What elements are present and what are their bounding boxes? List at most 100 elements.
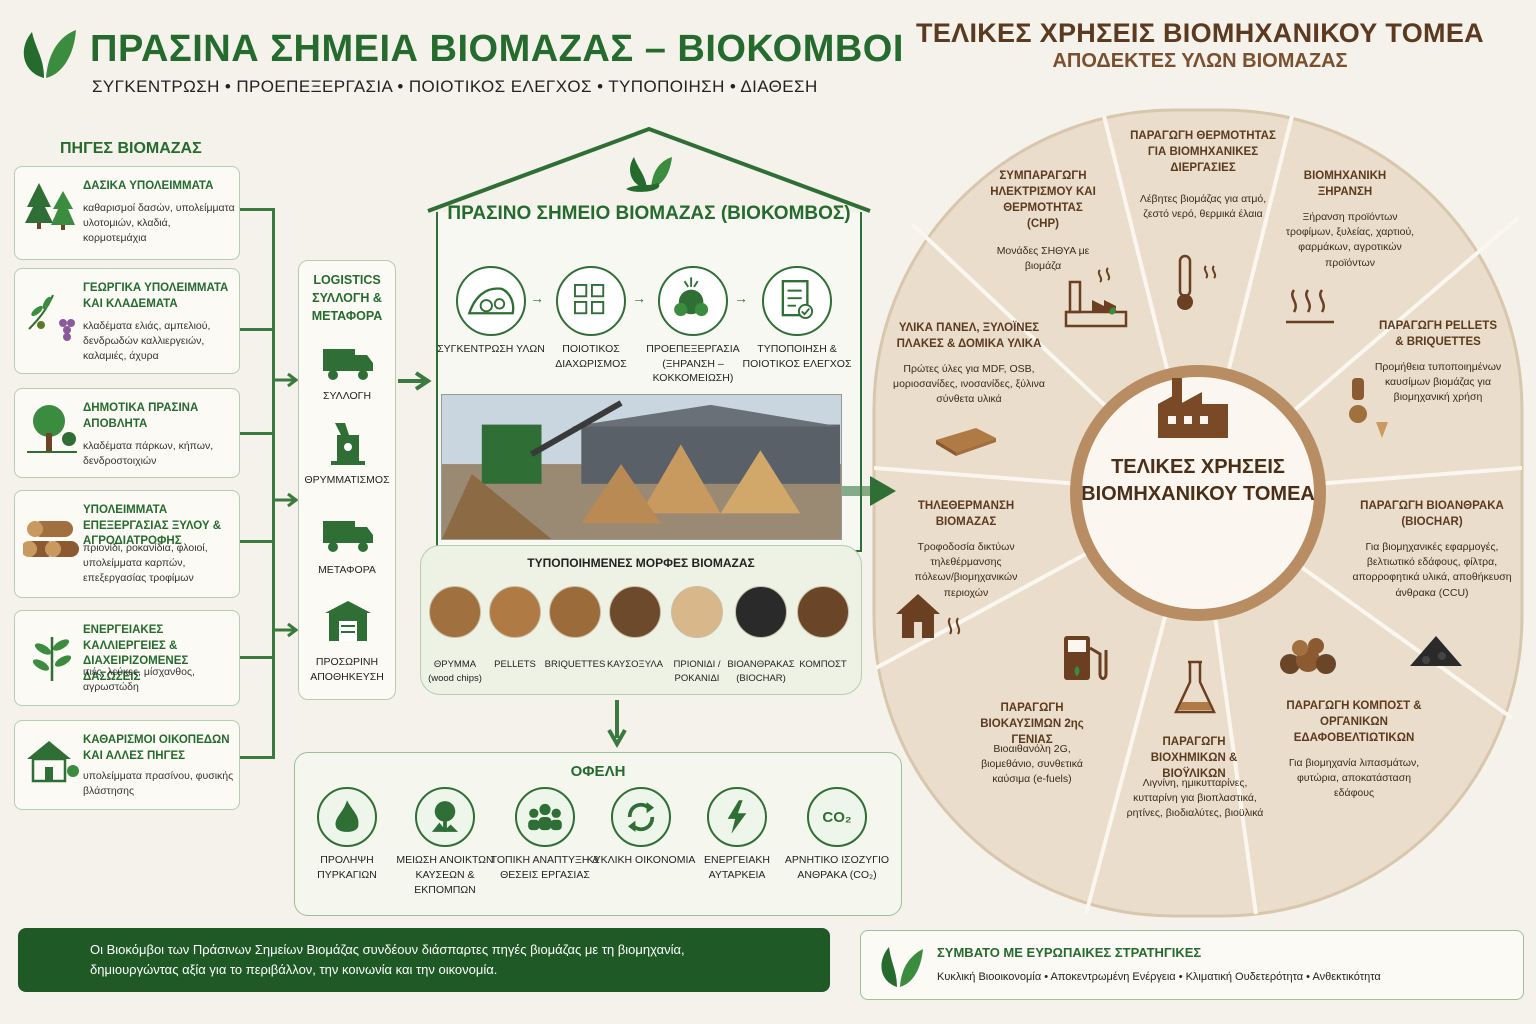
- step-arrow: →: [632, 290, 646, 306]
- tree-reduction-icon: [415, 787, 475, 847]
- footer-message-banner: Οι Βιοκόμβοι των Πράσινων Σημείων Βιομάζ…: [18, 928, 830, 992]
- source-desc: καθαρισμοί δασών, υπολείμματα υλοτομιών,…: [83, 202, 235, 245]
- leaf-logo-icon: [23, 30, 76, 78]
- olive-grape-icon: [28, 294, 75, 341]
- chipper-icon: [331, 423, 365, 465]
- leaf-icon: [881, 947, 923, 987]
- segment-desc: Λιγνίνη, ημικυτταρίνες, κυτταρίνη για βι…: [1126, 777, 1264, 820]
- footer-message: Οι Βιοκόμβοι των Πράσινων Σημείων Βιομάζ…: [90, 942, 685, 978]
- enduses-wheel: [872, 108, 1524, 918]
- co2-icon: CO₂: [807, 787, 867, 847]
- segment-title: ΤΗΛΕΘΕΡΜΑΝΣΗ ΒΙΟΜΑΖΑΣ: [917, 500, 1015, 529]
- segment-desc: Ξήρανση προϊόντων τροφίμων, ξυλείας, χαρ…: [1285, 211, 1415, 269]
- connector: [240, 540, 274, 543]
- connector: [240, 756, 274, 759]
- benefits-title: ΟΦΕΛΗ: [570, 763, 626, 780]
- logistics-label: ΠΡΟΣΩΡΙΝΗ ΑΠΟΘΗΚΕΥΣΗ: [310, 656, 384, 683]
- segment-title: ΥΛΙΚΑ ΠΑΝΕΛ, ΞΥΛΟΪΝΕΣ ΠΛΑΚΕΣ & ΔΟΜΙΚΑ ΥΛ…: [896, 322, 1042, 351]
- connector: [240, 656, 274, 659]
- thermometer-icon: [1177, 254, 1217, 310]
- biochar-icon: [1410, 636, 1462, 666]
- segment-title: ΠΑΡΑΓΩΓΗ ΒΙΟΑΝΘΡΑΚΑ (BIOCHAR): [1360, 500, 1504, 529]
- eu-strategies-box: ΣΥΜΒΑΤΟ ΜΕ ΕΥΡΩΠΑΙΚΕΣ ΣΤΡΑΤΗΓΙΚΕΣ Κυκλικ…: [860, 930, 1524, 1000]
- form-label: PELLETS: [494, 659, 536, 670]
- source-card-agricultural: ΓΕΩΡΓΙΚΑ ΥΠΟΛΕΙΜΜΑΤΑ ΚΑΙ ΚΛΑΔΕΜΑΤΑ κλαδέ…: [14, 268, 240, 374]
- source-desc: κλαδέματα πάρκων, κήπων, δενδροστοιχιών: [83, 440, 214, 468]
- benefit-label: ΤΟΠΙΚΗ ΑΝΑΠΤΥΞΗ & ΘΕΣΕΙΣ ΕΡΓΑΣΙΑΣ: [490, 854, 600, 882]
- source-card-land-clearing: ΚΑΘΑΡΙΣΜΟΙ ΟΙΚΟΠΕΔΩΝ ΚΑΙ ΑΛΛΕΣ ΠΗΓΕΣ υπο…: [14, 720, 240, 810]
- source-title: ΔΑΣΙΚΑ ΥΠΟΛΕΙΜΜΑΤΑ: [83, 180, 214, 192]
- segment-title: ΠΑΡΑΓΩΓΗ ΚΟΜΠΟΣΤ & ΟΡΓΑΝΙΚΩΝ ΕΔΑΦΟΒΕΛΤΙΩ…: [1286, 700, 1422, 745]
- wood-chips-swatch: [429, 586, 481, 638]
- connector: [272, 208, 275, 759]
- logistics-label: ΜΕΤΑΦΟΡΑ: [318, 564, 376, 576]
- pile-icon: [456, 266, 526, 336]
- source-title: ΕΝΕΡΓΕΙΑΚΕΣ ΚΑΛΛΙΕΡΓΕΙΕΣ & ΔΙΑΧΕΙΡΙΖΟΜΕΝ…: [83, 624, 189, 683]
- connector: [240, 432, 274, 435]
- chp-plant-icon: [1064, 267, 1128, 328]
- sorting-icon: [556, 266, 626, 336]
- benefit-label: ΕΝΕΡΓΕΙΑΚΗ ΑΥΤΑΡΚΕΙΑ: [704, 854, 770, 882]
- source-desc: υπολείμματα πρασίνου, φυσικής βλάστησης: [83, 770, 234, 798]
- warehouse-icon: [325, 601, 371, 641]
- benefit-label: ΚΥΚΛΙΚΗ ΟΙΚΟΝΟΜΙΑ: [586, 854, 696, 866]
- logistics-title: LOGISTICS ΣΥΛΛΟΓΗ & ΜΕΤΑΦΟΡΑ: [311, 273, 383, 324]
- panel-icon: [936, 428, 996, 456]
- compost-icon: [1280, 638, 1336, 674]
- segment-desc: Μονάδες ΣΗΘΥΑ με βιομάζα: [996, 245, 1090, 273]
- segment-title: ΠΑΡΑΓΩΓΗ PELLETS & BRIQUETTES: [1378, 320, 1498, 349]
- wheel-center-title: ΤΕΛΙΚΕΣ ΧΡΗΣΕΙΣ ΒΙΟΜΗΧΑΝΙΚΟΥ ΤΟΜΕΑ: [1081, 456, 1315, 505]
- processing-icon: [658, 266, 728, 336]
- segment-title: ΒΙΟΜΗΧΑΝΙΚΗ ΞΗΡΑΝΣΗ: [1303, 170, 1387, 199]
- truck-icon: [323, 521, 373, 552]
- compost-swatch: [797, 586, 849, 638]
- enduses-title: ΤΕΛΙΚΕΣ ΧΡΗΣΕΙΣ ΒΙΟΜΗΧΑΝΙΚΟΥ ΤΟΜΕΑ: [916, 18, 1484, 48]
- logistics-label: ΘΡΥΜΜΑΤΙΣΜΟΣ: [304, 474, 390, 486]
- briquettes-swatch: [549, 586, 601, 638]
- recycle-icon: [611, 787, 671, 847]
- pellets-swatch: [489, 586, 541, 638]
- connector: [240, 208, 274, 211]
- step-label: ΠΡΟΕΠΕΞΕΡΓΑΣΙΑ (ΞΗΡΑΝΣΗ – ΚΟΚΚΟΜΕΙΩΣΗ): [646, 343, 740, 385]
- source-card-wood-processing: ΥΠΟΛΕΙΜΜΑΤΑ ΕΠΕΞΕΡΓΑΣΙΑΣ ΞΥΛΟΥ & ΑΓΡΟΔΙΑ…: [14, 490, 240, 598]
- fire-icon: [317, 787, 377, 847]
- plant-icon: [32, 637, 72, 681]
- house-icon: [27, 741, 79, 783]
- co2-badge: CO₂: [822, 808, 852, 826]
- segment-desc: Για βιομηχανικές εφαρμογές, βελτιωτικό ε…: [1352, 541, 1512, 599]
- standardized-forms-panel: ΤΥΠΟΠΟΙΗΜΕΝΕΣ ΜΟΡΦΕΣ ΒΙΟΜΑΖΑΣ ΘΡΥΜΜΑ (wo…: [420, 545, 862, 695]
- step-arrow: →: [734, 290, 748, 306]
- logs-icon: [23, 521, 79, 557]
- truck-icon: [323, 349, 373, 380]
- arrow-to-hub: [398, 371, 432, 391]
- house-heat-icon: [896, 594, 961, 638]
- hub-title: ΠΡΑΣΙΝΟ ΣΗΜΕΙΟ ΒΙΟΜΑΖΑΣ (ΒΙΟΚΟΜΒΟΣ): [447, 203, 851, 224]
- source-title: ΓΕΩΡΓΙΚΑ ΥΠΟΛΕΙΜΜΑΤΑ ΚΑΙ ΚΛΑΔΕΜΑΤΑ: [83, 282, 229, 310]
- main-title: ΠΡΑΣΙΝΑ ΣΗΜΕΙΑ ΒΙΟΜΑΖΑΣ – ΒΙΟΚΟΜΒΟΙ: [90, 28, 904, 70]
- checklist-icon: [762, 266, 832, 336]
- form-label: ΚΑΥΣΟΞΥΛΑ: [606, 659, 664, 670]
- pellets-icon: [1349, 378, 1388, 438]
- source-desc: ιτιές, λεύκες, μίσχανθος, αγρωστώδη: [83, 666, 195, 694]
- benefit-label: ΜΕΙΩΣΗ ΑΝΟΙΚΤΩΝ ΚΑΥΣΕΩΝ & ΕΚΠΟΜΠΩΝ: [396, 854, 494, 897]
- segment-desc: Πρώτες ύλες για MDF, OSB, μοριοσανίδες, …: [893, 363, 1045, 406]
- flask-icon: [1174, 660, 1216, 714]
- firewood-swatch: [609, 586, 661, 638]
- logistics-label: ΣΥΛΛΟΓΗ: [322, 390, 372, 402]
- enduses-subtitle: ΑΠΟΔΕΚΤΕΣ ΥΛΩΝ ΒΙΟΜΑΖΑΣ: [1052, 50, 1348, 72]
- form-label: ΚΟΜΠΟΣΤ: [799, 659, 847, 670]
- heat-icon: [1286, 289, 1334, 324]
- segment-desc: Λέβητες βιομάζας για ατμό, ζεστό νερό, θ…: [1139, 193, 1267, 221]
- people-icon: [515, 787, 575, 847]
- segment-title: ΠΑΡΑΓΩΓΗ ΘΕΡΜΟΤΗΤΑΣ ΓΙΑ ΒΙΟΜΗΧΑΝΙΚΕΣ ΔΙΕ…: [1130, 130, 1276, 175]
- form-label: ΘΡΥΜΜΑ (wood chips): [428, 659, 482, 684]
- benefits-panel: ΟΦΕΛΗ ΠΡΟΛΗΨΗ ΠΥΡΚΑΓΙΩΝ ΜΕΙΩΣΗ ΑΝΟΙΚΤΩΝ …: [294, 752, 902, 916]
- segment-desc: Προμήθεια τυποποιημένων καυσίμων βιομάζα…: [1374, 361, 1502, 404]
- sawdust-swatch: [671, 586, 723, 638]
- main-subtitle: ΣΥΓΚΕΝΤΡΩΣΗ • ΠΡΟΕΠΕΞΕΡΓΑΣΙΑ • ΠΟΙΟΤΙΚΟΣ…: [92, 77, 818, 96]
- benefit-label: ΠΡΟΛΗΨΗ ΠΥΡΚΑΓΙΩΝ: [317, 854, 377, 882]
- form-label: ΒΙΟΑΝΘΡΑΚΑΣ (BIOCHAR): [727, 659, 795, 684]
- source-card-energy-crops: ΕΝΕΡΓΕΙΑΚΕΣ ΚΑΛΛΙΕΡΓΕΙΕΣ & ΔΙΑΧΕΙΡΙΖΟΜΕΝ…: [14, 610, 240, 706]
- lightning-icon: [707, 787, 767, 847]
- benefit-label: ΑΡΝΗΤΙΚΟ ΙΣΟΖΥΓΙΟ ΑΝΘΡΑΚΑ (CO₂): [784, 854, 890, 882]
